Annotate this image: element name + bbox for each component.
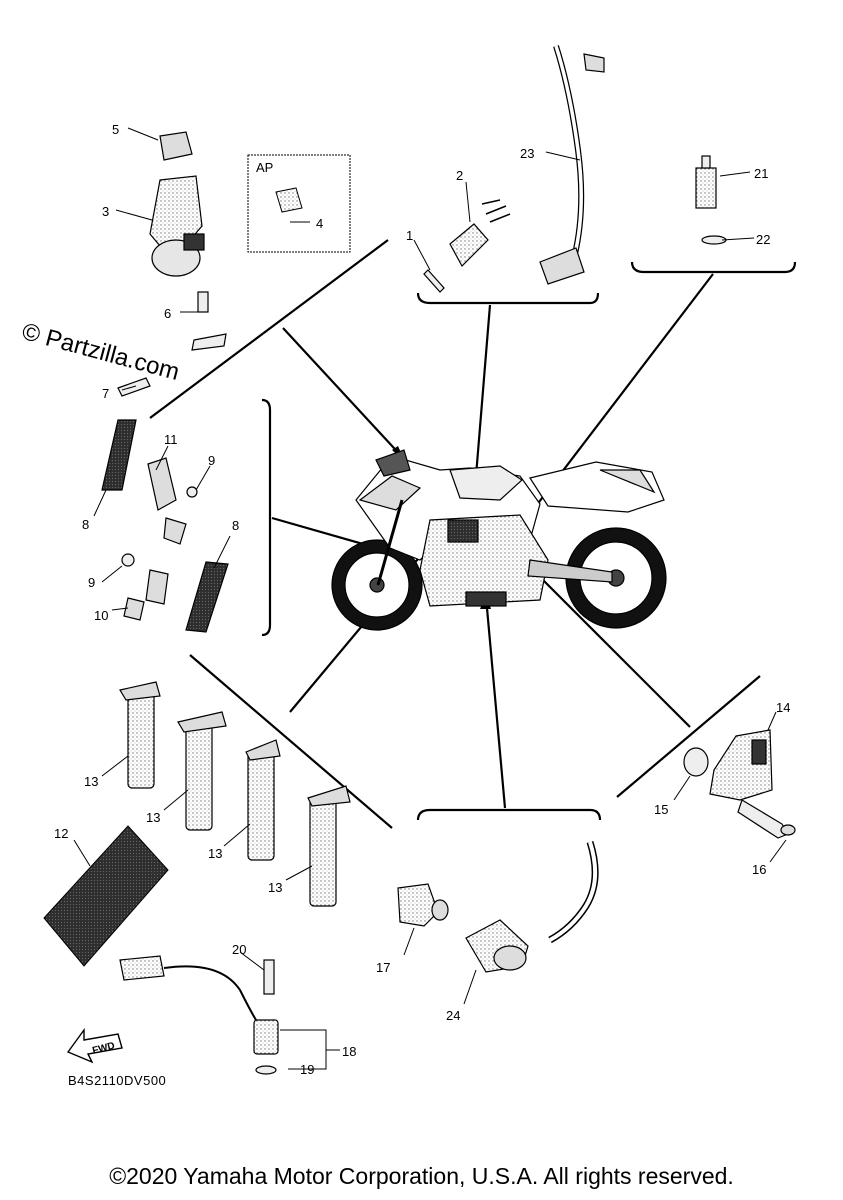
part-17-sensor bbox=[397, 883, 439, 927]
windscreen-mirror bbox=[375, 449, 411, 477]
part-10-bracket bbox=[123, 597, 145, 621]
callout-13-a: 13 bbox=[84, 774, 98, 789]
part-group-ignition-coils bbox=[119, 681, 351, 907]
part-9-washer-lower bbox=[121, 553, 135, 567]
ap-inset-box bbox=[247, 154, 351, 253]
motorcycle-illustration bbox=[331, 449, 667, 631]
callout-13-d: 13 bbox=[268, 880, 282, 895]
callout-14: 14 bbox=[776, 700, 790, 715]
part-13-ignition-coil bbox=[119, 681, 161, 789]
callout-3: 3 bbox=[102, 204, 109, 219]
part-20-bolt bbox=[263, 959, 275, 995]
callout-13-b: 13 bbox=[146, 810, 160, 825]
fwd-arrow-icon: FWD bbox=[66, 1027, 123, 1064]
part-group-lower-center bbox=[397, 840, 599, 973]
part-13-ignition-coil bbox=[177, 711, 227, 831]
callout-5: 5 bbox=[112, 122, 119, 137]
part-2-sensor bbox=[449, 223, 489, 267]
callout-22: 22 bbox=[756, 232, 770, 247]
part-1-clip bbox=[423, 269, 445, 293]
callout-17: 17 bbox=[376, 960, 390, 975]
part-group-top-right bbox=[695, 155, 727, 245]
callout-10: 10 bbox=[94, 608, 108, 623]
part-15-cover bbox=[683, 747, 709, 777]
callout-13-c: 13 bbox=[208, 846, 222, 861]
part-main-switch bbox=[117, 131, 227, 397]
callout-24: 24 bbox=[446, 1008, 460, 1023]
callout-7: 7 bbox=[102, 386, 109, 401]
part-11-bracket bbox=[147, 457, 177, 511]
fwd-label: FWD bbox=[91, 1041, 116, 1057]
copyright-notice: ©2020 Yamaha Motor Corporation, U.S.A. A… bbox=[109, 1163, 734, 1189]
part-21-sensor bbox=[695, 167, 717, 209]
part-9-washer-upper bbox=[186, 486, 198, 498]
inset-label: AP bbox=[256, 160, 273, 175]
callout-11: 11 bbox=[164, 432, 178, 447]
part-12-pad bbox=[43, 825, 169, 967]
part-13-ignition-coil bbox=[245, 739, 281, 861]
part-group-lower-right bbox=[683, 729, 796, 839]
part-8-reflector-lower bbox=[185, 561, 229, 633]
part-group-top-center bbox=[423, 45, 605, 293]
part-8-reflector-upper bbox=[101, 419, 137, 491]
part-18-sensor bbox=[253, 1019, 279, 1055]
fuel-tank bbox=[449, 465, 523, 501]
diagram-code: B4S2110DV500 bbox=[68, 1073, 167, 1088]
callout-leaders bbox=[73, 127, 787, 1005]
callout-9-upper: 9 bbox=[208, 453, 215, 468]
callout-16: 16 bbox=[752, 862, 766, 877]
callout-18: 18 bbox=[342, 1044, 356, 1059]
callout-bracket-18-19 bbox=[280, 1029, 340, 1070]
callout-2: 2 bbox=[456, 168, 463, 183]
callout-19: 19 bbox=[300, 1062, 314, 1077]
callout-23: 23 bbox=[520, 146, 534, 161]
callout-1: 1 bbox=[406, 228, 413, 243]
part-5-cap bbox=[159, 131, 193, 161]
callout-21: 21 bbox=[754, 166, 768, 181]
callout-8-upper: 8 bbox=[82, 517, 89, 532]
part-group-lower-left-sensor bbox=[119, 955, 279, 1075]
callout-numbers: 5 3 6 7 4 2 1 23 21 22 11 9 8 8 9 10 13 … bbox=[54, 122, 790, 1077]
callout-6: 6 bbox=[164, 306, 171, 321]
part-4-key-blank bbox=[275, 187, 303, 213]
part-16-bolt bbox=[737, 799, 789, 839]
callout-4: 4 bbox=[316, 216, 323, 231]
callout-20: 20 bbox=[232, 942, 246, 957]
callout-9-lower: 9 bbox=[88, 575, 95, 590]
swing-arm bbox=[527, 559, 613, 583]
part-19-o-ring bbox=[255, 1065, 277, 1075]
callout-15: 15 bbox=[654, 802, 668, 817]
part-group-left-middle bbox=[101, 419, 229, 633]
callout-12: 12 bbox=[54, 826, 68, 841]
part-13-ignition-coil bbox=[307, 785, 351, 907]
callout-8-lower: 8 bbox=[232, 518, 239, 533]
part-6-bolt bbox=[197, 291, 209, 313]
